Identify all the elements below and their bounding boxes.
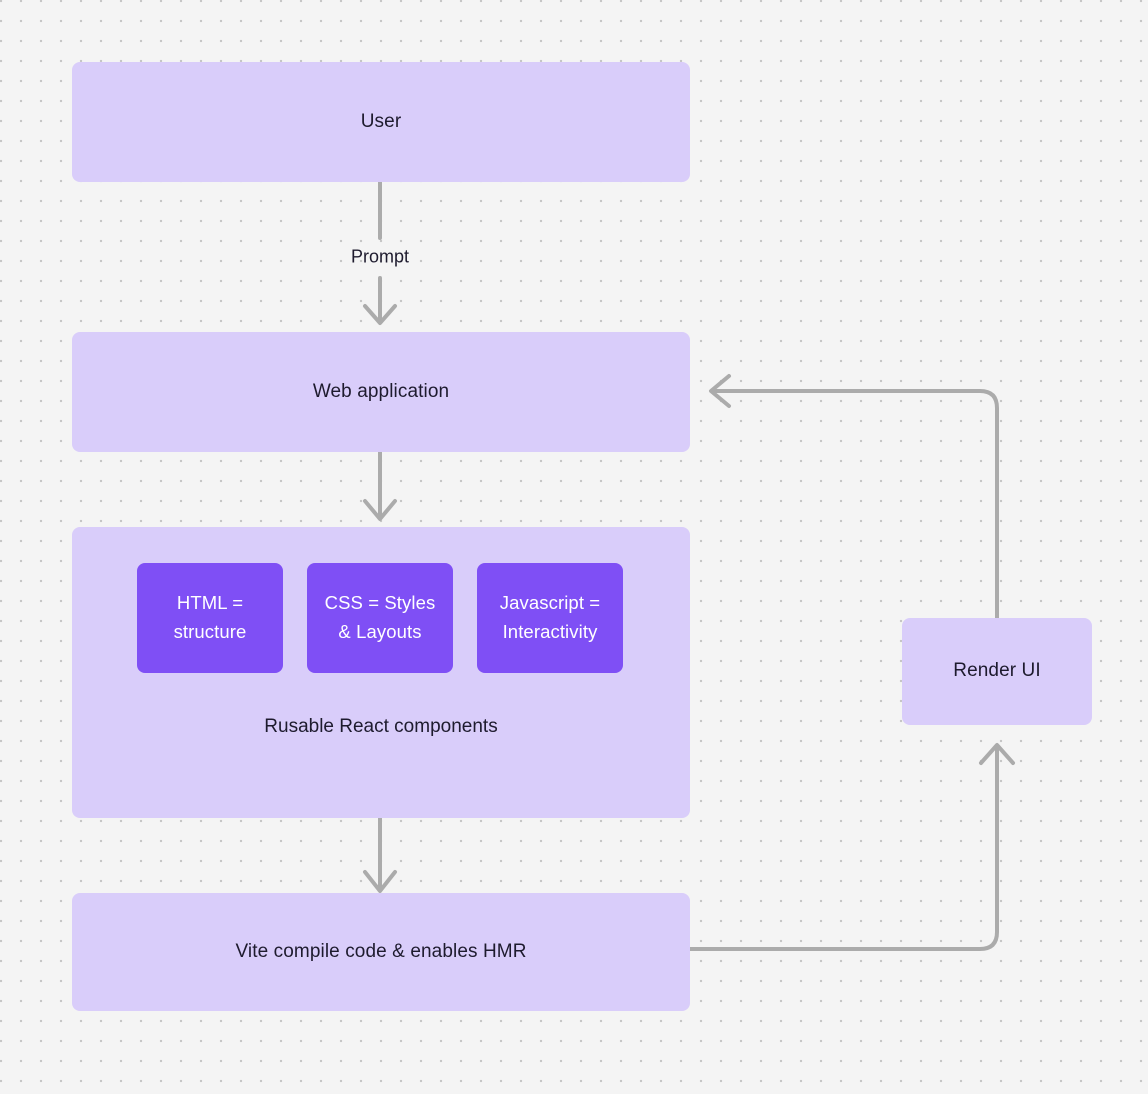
node-html-label: HTML = structure [173, 592, 247, 642]
node-web-application[interactable]: Web application [72, 332, 690, 452]
node-vite-label: Vite compile code & enables HMR [235, 940, 527, 962]
node-user[interactable]: User [72, 62, 690, 182]
node-render-ui[interactable]: Render UI [902, 618, 1092, 725]
node-html[interactable]: HTML = structure [137, 563, 283, 673]
node-javascript-label: Javascript = Interactivity [499, 592, 601, 642]
node-vite[interactable]: Vite compile code & enables HMR [72, 893, 690, 1011]
edge-render-ui-to-web[interactable] [709, 374, 999, 620]
node-user-label: User [360, 110, 402, 132]
node-css-label: CSS = Styles & Layouts [324, 592, 436, 642]
edge-vite-to-render-ui[interactable] [688, 743, 1015, 951]
node-css[interactable]: CSS = Styles & Layouts [307, 563, 453, 673]
edge-label-prompt: Prompt [350, 246, 410, 267]
edge-web-to-components[interactable] [363, 450, 397, 521]
edge-components-to-vite[interactable] [363, 816, 397, 893]
node-web-application-label: Web application [312, 380, 450, 402]
node-components-caption: Rusable React components [264, 716, 498, 737]
node-render-ui-label: Render UI [953, 660, 1041, 682]
node-javascript[interactable]: Javascript = Interactivity [477, 563, 623, 673]
